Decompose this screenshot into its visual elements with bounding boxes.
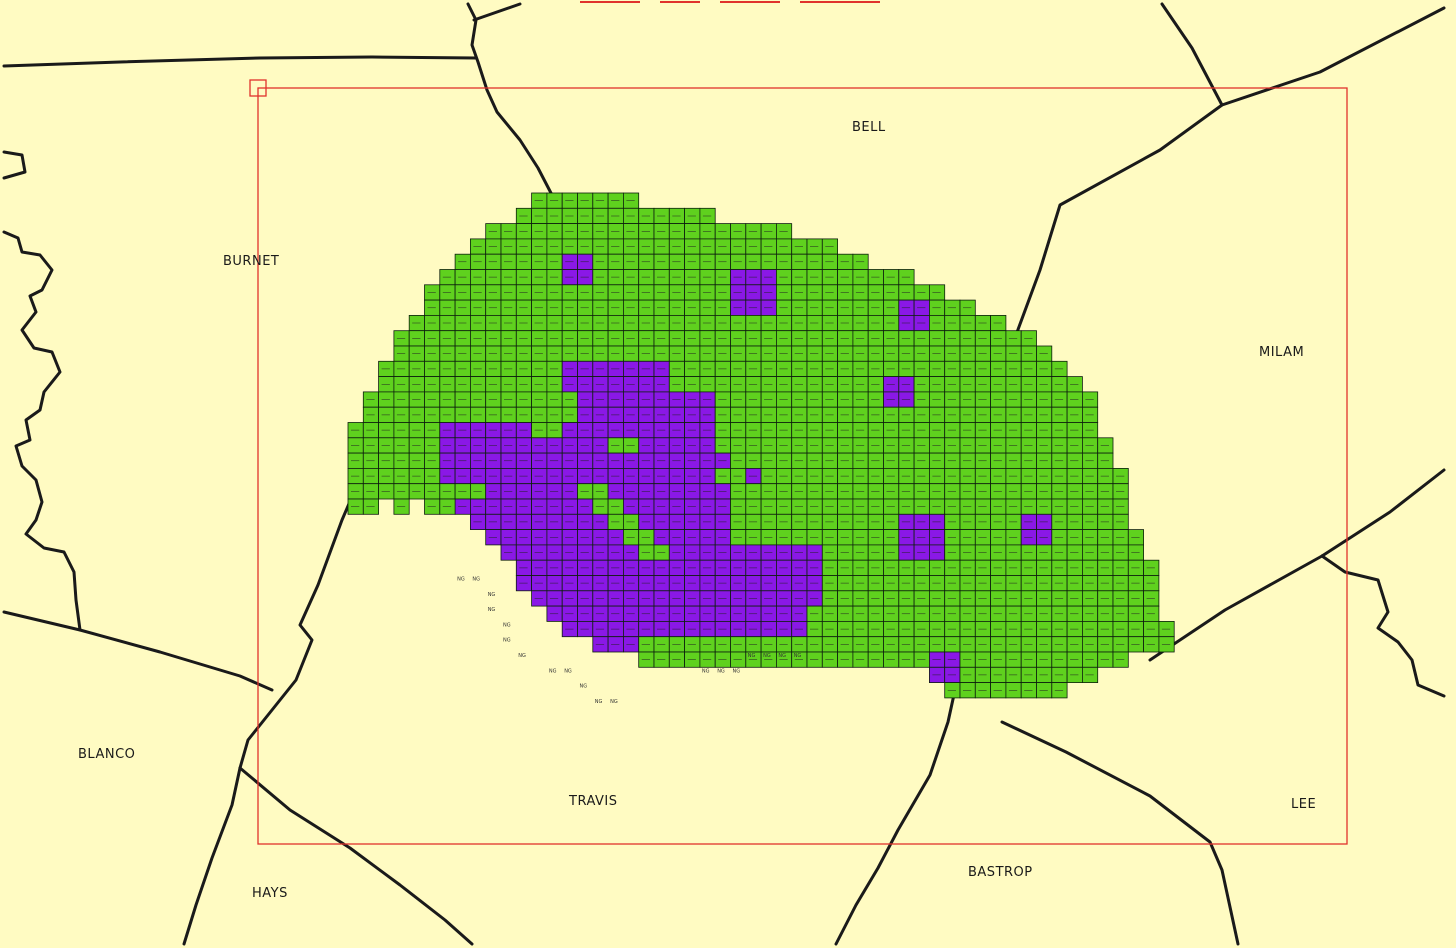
grid-fringe-label: NG xyxy=(549,668,557,674)
grid-fringe-label: NG xyxy=(564,668,572,674)
border-burnet-west-river xyxy=(2,150,82,632)
grid-fringe-label: NG xyxy=(503,622,511,628)
grid-fringe-label: NG xyxy=(778,653,786,659)
border-bell-top xyxy=(472,2,522,22)
border-hays-blanco xyxy=(182,766,242,946)
county-label-travis: TRAVIS xyxy=(568,794,618,809)
border-lee-east xyxy=(1320,554,1446,698)
grid-cells-layer: NG NG NG NG NG NG NG NG NG NG NG NG NG NG NG NG NG NG NG xyxy=(347,192,1175,705)
border-bastrop-north xyxy=(1000,720,1240,946)
grid-fringe-label: NG xyxy=(748,653,756,659)
county-label-milam: MILAM xyxy=(1259,345,1304,360)
county-label-bastrop: BASTROP xyxy=(968,865,1033,880)
county-labels: BELL BURNET MILAM BLANCO TRAVIS LEE BAST… xyxy=(78,120,1316,901)
grid-fringe-label: NG xyxy=(488,607,496,613)
grid-fringe-label: NG xyxy=(518,653,526,659)
extent-handle[interactable] xyxy=(249,79,267,97)
grid-fringe-label: NG xyxy=(580,684,588,690)
county-label-lee: LEE xyxy=(1291,797,1316,812)
grid-fringe-label: NG xyxy=(717,668,725,674)
border-bell-milam-upper xyxy=(1160,2,1224,107)
border-bell-milam xyxy=(1006,6,1446,362)
grid-fringe-label: NG xyxy=(794,653,802,659)
grid-fringe-label: NG xyxy=(472,577,480,583)
county-label-burnet: BURNET xyxy=(223,254,279,269)
grid-fringe-label: NG xyxy=(457,577,465,583)
grid-fringe-label: NG xyxy=(488,592,496,598)
border-hays-travis xyxy=(238,766,474,946)
county-label-blanco: BLANCO xyxy=(78,747,135,762)
grid-fringe-label: NG xyxy=(733,668,741,674)
grid-fringe-label: NG xyxy=(610,699,618,705)
border-burnet-north xyxy=(2,55,478,68)
grid-fringe-label: NG xyxy=(503,638,511,644)
grid-fringe-label: NG xyxy=(763,653,771,659)
grid-fringe-label: NG xyxy=(595,699,603,705)
grid-fringe-label: NG xyxy=(702,668,710,674)
county-label-hays: HAYS xyxy=(252,886,288,901)
border-blanco-north xyxy=(2,610,274,692)
border-bell-west xyxy=(466,2,554,197)
extent-rectangle[interactable] xyxy=(257,87,1348,845)
border-travis-bastrop xyxy=(834,688,957,946)
county-label-bell: BELL xyxy=(852,120,886,135)
